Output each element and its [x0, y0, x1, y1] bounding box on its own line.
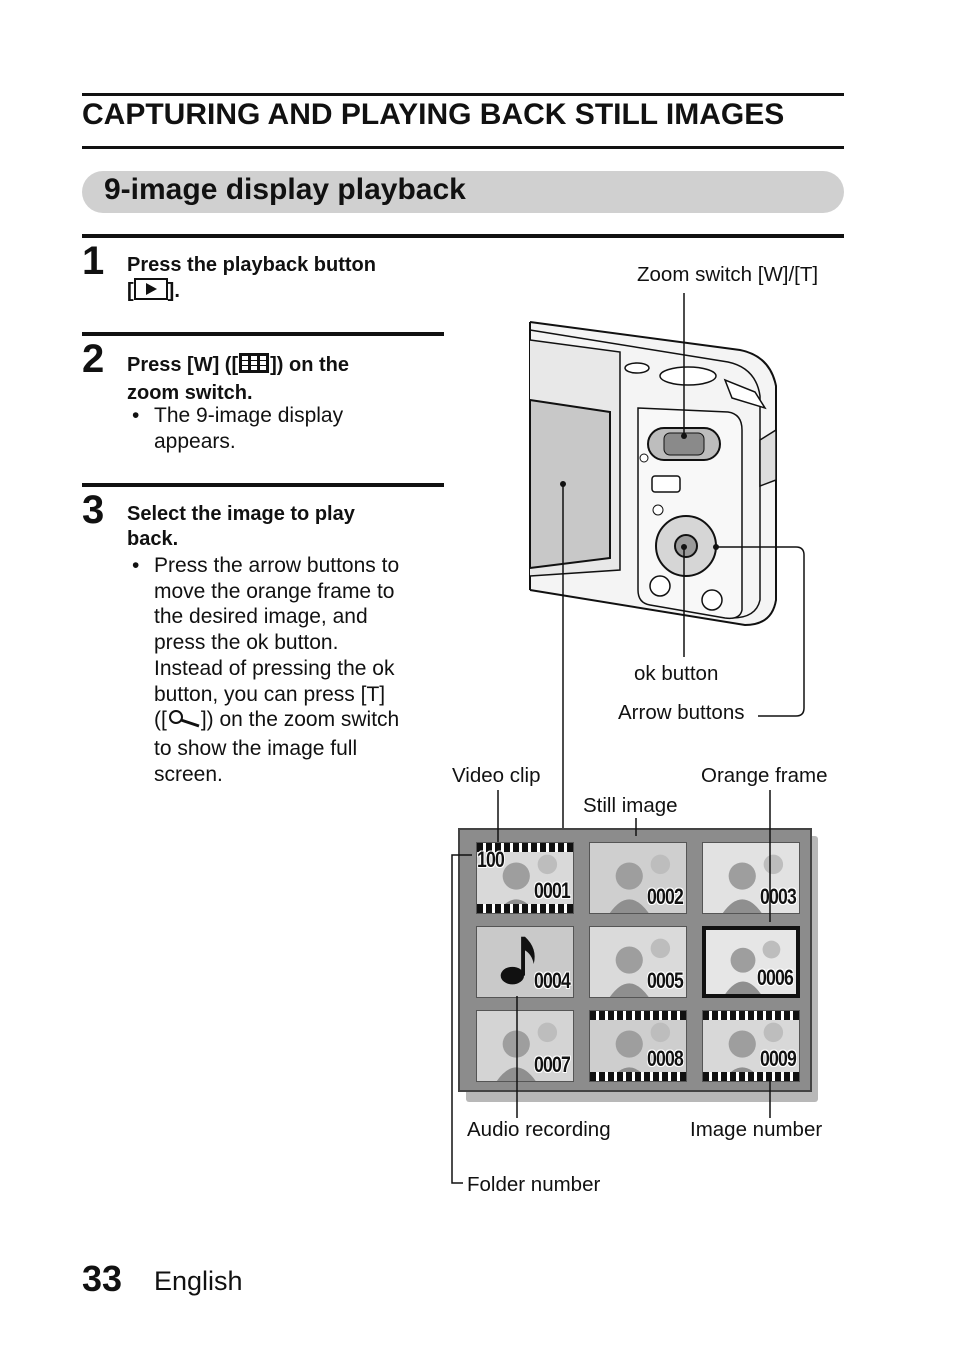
step-3-heading: Select the image to play back. [127, 502, 427, 552]
section-rule [82, 234, 844, 238]
thumbnail-picture [609, 854, 671, 913]
folder-number: 100 [477, 847, 505, 872]
thumbnail-grid: 0001 100 0002 0003 0004 0005 0006 0007 0008 0009 [458, 828, 812, 1092]
image-number: 0007 [534, 1052, 571, 1077]
image-number: 0001 [534, 878, 571, 903]
step-divider [82, 483, 444, 487]
music-note-icon [500, 936, 535, 985]
image-number: 0008 [647, 1046, 684, 1071]
image-number-label: Image number [690, 1118, 823, 1141]
arrow-buttons-label: Arrow buttons [618, 701, 745, 724]
bullet-line: the desired image, and [154, 605, 368, 629]
thumbnail[interactable]: 0005 [589, 926, 687, 998]
image-number: 0009 [760, 1046, 797, 1071]
section-title: 9-image display playback [104, 173, 466, 206]
bullet-line: move the orange frame to [154, 579, 395, 603]
folder-number-label: Folder number [467, 1173, 601, 1196]
bracket-open: ([ [154, 708, 167, 732]
bullet-item: • The 9-image display appears. [132, 403, 434, 454]
bullet-dot: • [132, 554, 140, 577]
step-number: 1 [82, 239, 105, 283]
heading-line1: Select the image to play [127, 503, 355, 525]
film-strip-icon [703, 1011, 799, 1020]
thumbnail[interactable]: 0004 [476, 926, 574, 998]
bracket-close: ]. [167, 280, 180, 302]
bullet-dot: • [132, 404, 140, 427]
bullet-line: appears. [154, 429, 236, 453]
bullet-line: Press the arrow buttons to [154, 554, 400, 577]
thumbnail-picture [609, 938, 671, 997]
film-strip-icon [590, 1011, 686, 1020]
chapter-title: CAPTURING AND PLAYING BACK STILL IMAGES [82, 98, 785, 131]
bracket-close: ]) on the zoom switch [200, 708, 400, 732]
bracket-open: [ [127, 280, 134, 302]
top-rule [82, 93, 844, 96]
image-number: 0004 [534, 968, 571, 993]
image-number: 0006 [757, 965, 794, 990]
chapter-rule [82, 146, 844, 149]
thumbnail[interactable]: 0009 [702, 1010, 800, 1082]
film-strip-icon [590, 1072, 686, 1081]
step-number: 2 [82, 337, 105, 381]
zoom-switch-label: Zoom switch [W]/[T] [637, 263, 819, 286]
film-strip-icon [477, 843, 573, 852]
language-label: English [154, 1266, 243, 1296]
grid-icon [238, 352, 270, 381]
bullet-line: screen. [154, 762, 223, 786]
bullet-item: • Press the arrow buttons to move the or… [132, 553, 444, 787]
thumbnail[interactable]: 0006 [702, 926, 800, 998]
bullet-line: press the ok button. [154, 631, 339, 655]
image-number: 0002 [647, 884, 684, 909]
ok-button-label: ok button [634, 662, 719, 685]
heading-line2: zoom switch. [127, 382, 253, 404]
orange-frame-label: Orange frame [701, 764, 828, 787]
film-strip-icon [703, 1072, 799, 1081]
section-title-bar [82, 171, 844, 213]
bullet-line: button, you can press [T] [154, 682, 386, 706]
thumbnail[interactable]: 0001 100 [476, 842, 574, 914]
bullet-line: The 9-image display [154, 404, 344, 427]
still-image-label: Still image [583, 794, 678, 817]
page-number: 33 [82, 1258, 123, 1299]
step-2-heading: Press [W] ([ ]) on the zoom switch. [127, 352, 427, 406]
step-heading-text: Press the playback button [127, 254, 376, 276]
bullet-line: to show the image full [154, 736, 358, 760]
thumbnail-picture [725, 940, 781, 994]
image-number: 0003 [760, 884, 797, 909]
magnify-icon [167, 709, 201, 736]
audio-recording-label: Audio recording [467, 1118, 611, 1141]
heading-pre: Press [W] ([ [127, 354, 239, 376]
heading-line2: back. [127, 528, 179, 550]
thumbnail[interactable]: 0002 [589, 842, 687, 914]
bullet-line: Instead of pressing the ok [154, 656, 395, 680]
play-icon [133, 278, 168, 307]
step-1-heading: Press the playback button []. [127, 253, 427, 307]
video-clip-label: Video clip [452, 764, 541, 787]
image-number: 0005 [647, 968, 684, 993]
step-number: 3 [82, 488, 105, 532]
step-divider [82, 332, 444, 336]
thumbnail-picture [722, 854, 784, 913]
thumbnail[interactable]: 0008 [589, 1010, 687, 1082]
thumbnail[interactable]: 0007 [476, 1010, 574, 1082]
thumbnail[interactable]: 0003 [702, 842, 800, 914]
film-strip-icon [477, 904, 573, 913]
heading-post: ]) on the [270, 354, 349, 376]
